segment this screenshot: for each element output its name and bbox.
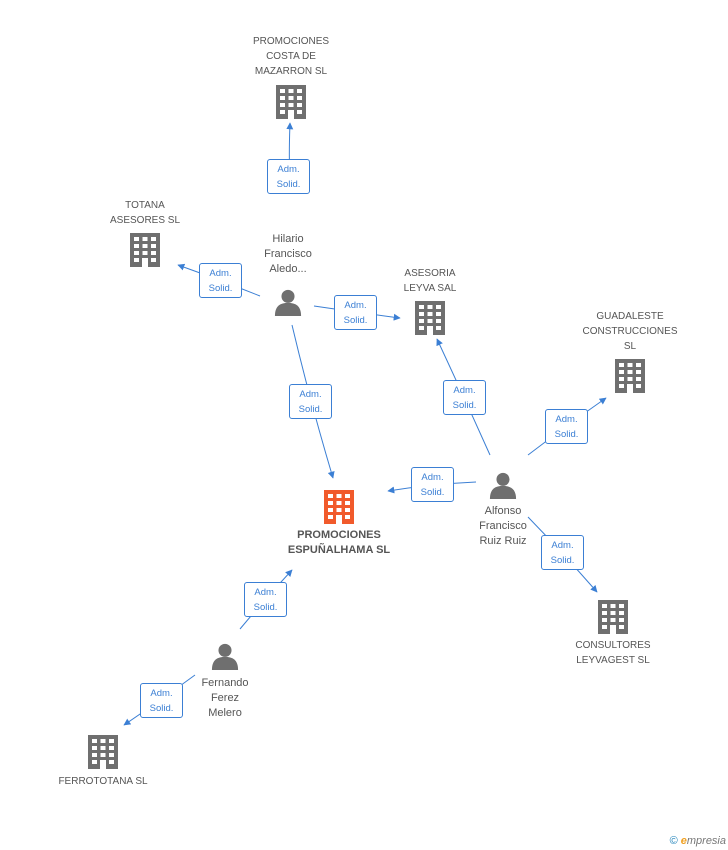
ferrototana-building-icon[interactable] [88, 735, 118, 769]
ferrototana-label[interactable]: FERROTOTANA SL [58, 776, 148, 787]
footer-brand[interactable]: © empresia [670, 835, 726, 847]
totana-label[interactable]: TOTANA ASESORES SL [109, 200, 181, 226]
relation-badge-alfonso-asesoria[interactable]: Adm. Solid. [443, 380, 486, 415]
totana-building-icon[interactable] [130, 233, 160, 267]
hilario-person-icon[interactable] [274, 289, 302, 316]
consultores-label[interactable]: CONSULTORES LEYVAGEST SL [575, 640, 651, 666]
promociones_costa-building-icon[interactable] [276, 85, 306, 119]
relation-badge-hilario-totana[interactable]: Adm. Solid. [199, 263, 242, 298]
relation-badge-alfonso-espunalhama[interactable]: Adm. Solid. [411, 467, 454, 502]
espunalhama-building-icon[interactable] [324, 490, 354, 524]
brand-e-logo: e [680, 835, 687, 847]
fernando-label[interactable]: Fernando Ferez Melero [201, 677, 249, 719]
alfonso-label[interactable]: Alfonso Francisco Ruiz Ruiz [479, 505, 527, 547]
copyright-symbol: © [669, 835, 678, 847]
guadaleste-building-icon[interactable] [615, 359, 645, 393]
relation-badge-hilario-espunalhama[interactable]: Adm. Solid. [289, 384, 332, 419]
hilario-label[interactable]: Hilario Francisco Aledo... [264, 233, 312, 275]
espunalhama-label[interactable]: PROMOCIONES ESPUÑALHAMA SL [287, 529, 391, 556]
alfonso-person-icon[interactable] [489, 472, 517, 499]
asesoria-building-icon[interactable] [415, 301, 445, 335]
promociones_costa-label[interactable]: PROMOCIONES COSTA DE MAZARRON SL [252, 36, 330, 77]
relation-badge-alfonso-guadaleste[interactable]: Adm. Solid. [545, 409, 588, 444]
guadaleste-label[interactable]: GUADALESTE CONSTRUCCIONES SL [582, 311, 678, 352]
fernando-person-icon[interactable] [211, 643, 239, 670]
relation-badge-fernando-ferrototana[interactable]: Adm. Solid. [140, 683, 183, 718]
relation-badge-hilario-asesoria[interactable]: Adm. Solid. [334, 295, 377, 330]
relation-badge-hilario-promociones_costa[interactable]: Adm. Solid. [267, 159, 310, 194]
asesoria-label[interactable]: ASESORIA LEYVA SAL [403, 268, 457, 294]
relation-badge-alfonso-consultores[interactable]: Adm. Solid. [541, 535, 584, 570]
consultores-building-icon[interactable] [598, 600, 628, 634]
relation-badge-fernando-espunalhama[interactable]: Adm. Solid. [244, 582, 287, 617]
brand-name: mpresia [686, 835, 726, 847]
